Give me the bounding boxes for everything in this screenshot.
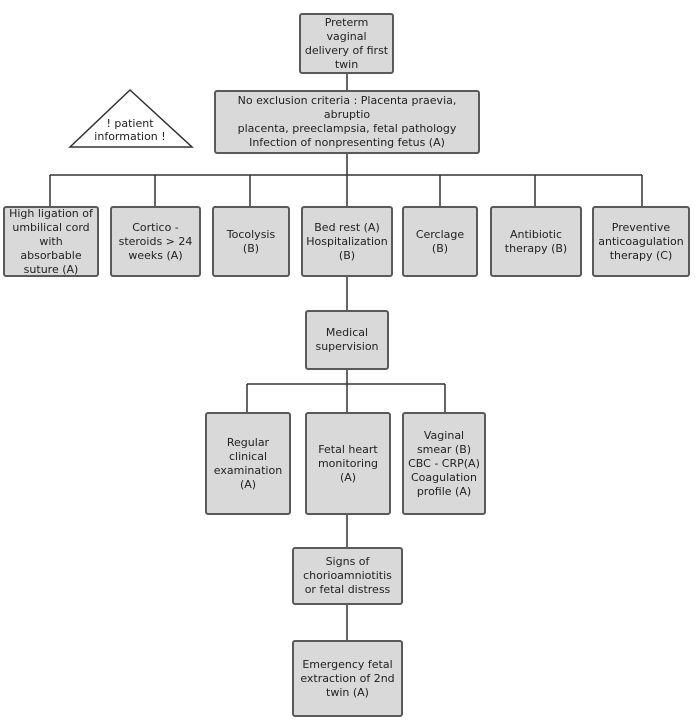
- antibiotic-node: Antibiotic therapy (B): [490, 206, 582, 277]
- vaginal-smear-node: Vaginal smear (B) CBC - CRP(A) Coagulati…: [402, 412, 486, 515]
- root-node: Preterm vaginal delivery of first twin: [299, 13, 394, 74]
- cerclage-node: Cerclage (B): [402, 206, 478, 277]
- emergency-extraction-node: Emergency fetal extraction of 2nd twin (…: [292, 640, 403, 717]
- medical-supervision-node: Medical supervision: [305, 310, 389, 370]
- corticosteroids-node: Cortico - steroids > 24 weeks (A): [110, 206, 201, 277]
- fetal-heart-node: Fetal heart monitoring (A): [305, 412, 391, 515]
- exclusion-criteria-node: No exclusion criteria : Placenta praevia…: [214, 90, 480, 154]
- bedrest-node: Bed rest (A) Hospitalization (B): [301, 206, 393, 277]
- tocolysis-node: Tocolysis (B): [212, 206, 290, 277]
- warning-triangle-icon: [68, 88, 194, 148]
- signs-node: Signs of chorioamniotitis or fetal distr…: [292, 547, 403, 605]
- ligation-node: High ligation of umbilical cord with abs…: [3, 206, 99, 277]
- anticoagulation-node: Preventive anticoagulation therapy (C): [592, 206, 690, 277]
- regular-exam-node: Regular clinical examination (A): [205, 412, 291, 515]
- patient-information-warning: ! patient information !: [94, 117, 166, 143]
